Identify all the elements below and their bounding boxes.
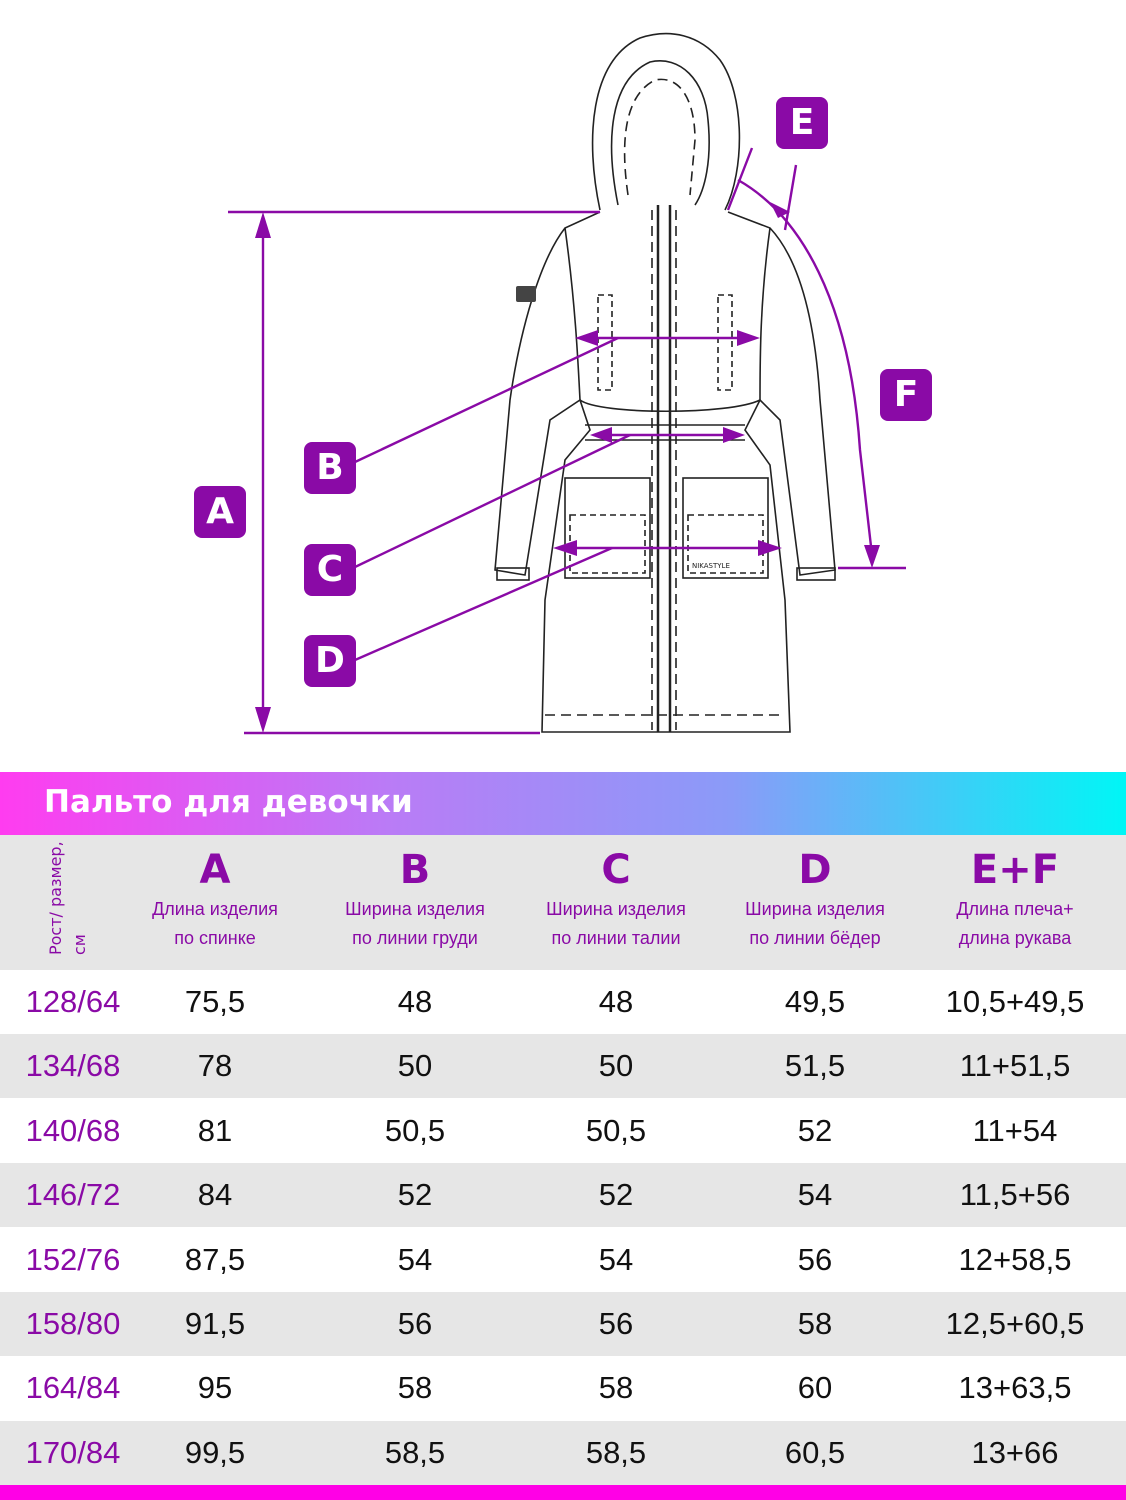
- size-cell: 164/84: [25, 1370, 121, 1406]
- title-band: Пальто для девочки: [0, 772, 1126, 835]
- column-letter: E+F: [970, 847, 1060, 893]
- label-a-badge: A: [194, 486, 246, 538]
- value-cell: 11+51,5: [959, 1048, 1071, 1084]
- column-desc-line2: по линии талии: [551, 928, 681, 948]
- label-e-badge: E: [776, 97, 828, 149]
- value-cell: 54: [397, 1241, 433, 1277]
- value-cell: 84: [197, 1177, 233, 1213]
- size-column-header: Рост/ размер, см: [46, 841, 89, 955]
- value-cell: 58,5: [384, 1434, 446, 1470]
- table-title: Пальто для девочки: [44, 784, 413, 820]
- column-header: C Ширина изделия по линии талии: [516, 845, 716, 953]
- value-cell: 95: [197, 1370, 233, 1406]
- column-header: A Длина изделия по спинке: [115, 845, 315, 953]
- brand-tag: NIKASTYLE: [692, 562, 730, 570]
- value-cell: 50,5: [585, 1112, 647, 1148]
- label-b-badge: B: [304, 442, 356, 494]
- column-desc-line1: Длина изделия: [152, 899, 278, 919]
- value-cell: 56: [598, 1306, 634, 1341]
- bottom-bar: [0, 1485, 1126, 1500]
- coat-technical-drawing: NIKASTYLE: [228, 32, 906, 735]
- value-cell: 50: [598, 1048, 634, 1084]
- value-cell: 81: [197, 1112, 233, 1148]
- value-cell: 52: [797, 1112, 833, 1148]
- table-row: 134/68 78 50 50 51,5 11+51,5: [0, 1034, 1126, 1099]
- value-cell: 87,5: [184, 1241, 246, 1277]
- value-cell: 12,5+60,5: [945, 1306, 1085, 1341]
- value-cell: 51,5: [784, 1048, 846, 1084]
- value-cell: 60,5: [784, 1434, 846, 1470]
- size-cell: 170/84: [25, 1434, 121, 1470]
- value-cell: 11+54: [972, 1112, 1058, 1148]
- column-header: D Ширина изделия по линии бёдер: [715, 845, 915, 953]
- value-cell: 75,5: [184, 984, 246, 1019]
- column-desc-line2: длина рукава: [958, 928, 1072, 948]
- column-letter: B: [399, 847, 431, 893]
- column-header: E+F Длина плеча+ длина рукава: [915, 845, 1115, 953]
- column-desc-line1: Длина плеча+: [956, 899, 1074, 919]
- value-cell: 50: [397, 1048, 433, 1084]
- value-cell: 60: [797, 1370, 833, 1406]
- column-letter: C: [601, 847, 631, 893]
- label-d-badge: D: [304, 635, 356, 687]
- size-cell: 146/72: [25, 1177, 121, 1213]
- size-cell: 152/76: [25, 1241, 121, 1277]
- value-cell: 10,5+49,5: [945, 984, 1085, 1019]
- table-row: 164/84 95 58 58 60 13+63,5: [0, 1356, 1126, 1420]
- table-row: 170/84 99,5 58,5 58,5 60,5 13+66: [0, 1420, 1126, 1485]
- column-letter: A: [199, 847, 231, 893]
- table-row: 140/68 81 50,5 50,5 52 11+54: [0, 1099, 1126, 1163]
- column-letter: D: [798, 847, 832, 893]
- table-row: 146/72 84 52 52 54 11,5+56: [0, 1163, 1126, 1228]
- size-cell: 140/68: [25, 1112, 121, 1148]
- value-cell: 58: [598, 1370, 634, 1406]
- column-desc-line1: Ширина изделия: [745, 899, 885, 919]
- value-cell: 49,5: [784, 984, 846, 1019]
- value-cell: 56: [397, 1306, 433, 1341]
- sleeve-patch: [516, 286, 536, 302]
- column-desc-line2: по линии бёдер: [749, 928, 881, 948]
- table-row: 128/64 75,5 48 48 49,5 10,5+49,5: [0, 970, 1126, 1034]
- table-header: [0, 835, 1126, 970]
- value-cell: 56: [797, 1241, 833, 1277]
- value-cell: 13+66: [971, 1434, 1059, 1470]
- hood: [591, 32, 741, 211]
- value-cell: 99,5: [184, 1434, 246, 1470]
- coat-outline: [494, 211, 836, 733]
- value-cell: 50,5: [384, 1112, 446, 1148]
- size-cell: 158/80: [25, 1306, 121, 1341]
- label-c-badge: C: [304, 544, 356, 596]
- value-cell: 13+63,5: [958, 1370, 1072, 1406]
- value-cell: 58: [797, 1306, 833, 1341]
- value-cell: 48: [598, 984, 634, 1019]
- value-cell: 52: [598, 1177, 634, 1213]
- size-cell: 134/68: [25, 1048, 121, 1084]
- value-cell: 78: [197, 1048, 233, 1084]
- column-desc-line1: Ширина изделия: [546, 899, 686, 919]
- size-cell: 128/64: [25, 984, 121, 1019]
- value-cell: 12+58,5: [958, 1241, 1072, 1277]
- value-cell: 48: [397, 984, 433, 1019]
- value-cell: 52: [397, 1177, 433, 1213]
- value-cell: 58: [397, 1370, 433, 1406]
- column-desc-line2: по линии груди: [352, 928, 478, 948]
- label-f-badge: F: [880, 369, 932, 421]
- value-cell: 11,5+56: [959, 1177, 1071, 1213]
- column-desc-line1: Ширина изделия: [345, 899, 485, 919]
- column-desc-line2: по спинке: [174, 928, 256, 948]
- table-row: 152/76 87,5 54 54 56 12+58,5: [0, 1228, 1126, 1292]
- value-cell: 58,5: [585, 1434, 647, 1470]
- value-cell: 54: [598, 1241, 634, 1277]
- table-row: 158/80 91,5 56 56 58 12,5+60,5: [0, 1292, 1126, 1356]
- value-cell: 54: [797, 1177, 833, 1213]
- value-cell: 91,5: [184, 1306, 246, 1341]
- column-header: B Ширина изделия по линии груди: [315, 845, 515, 953]
